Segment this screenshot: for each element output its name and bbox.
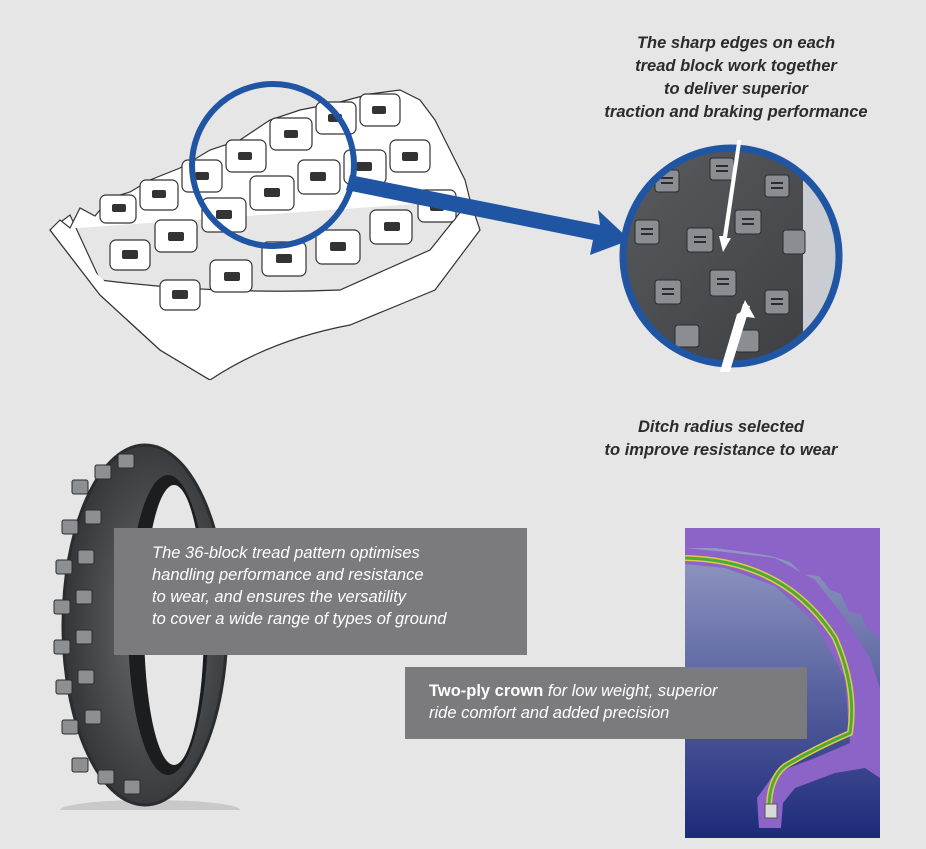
- top-caption-line-4: traction and braking performance: [604, 103, 868, 121]
- crown-box-line-1: Two-ply crown for low weight, superior: [429, 680, 807, 702]
- top-caption: The sharp edges on each tread block work…: [588, 32, 884, 124]
- tread-box-line-4: to cover a wide range of types of ground: [152, 610, 447, 628]
- crown-box-line-2: ride comfort and added precision: [429, 704, 670, 722]
- crown-box-line-1-rest: for low weight, superior: [543, 682, 718, 700]
- top-caption-line-2: tread block work together: [635, 57, 837, 75]
- crown-box-bold: Two-ply crown: [429, 682, 544, 700]
- tread-box-line-2: handling performance and resistance: [152, 566, 424, 584]
- crown-box: Two-ply crown for low weight, superior r…: [405, 667, 807, 739]
- magnifier-circle: [189, 81, 630, 255]
- bottom-caption-line-1: Ditch radius selected: [638, 418, 804, 436]
- tread-box-line-3: to wear, and ensures the versatility: [152, 588, 407, 606]
- tread-block-drawing: [49, 89, 481, 380]
- top-caption-line-1: The sharp edges on each: [636, 34, 836, 52]
- bottom-caption-line-2: to improve resistance to wear: [604, 441, 838, 459]
- top-caption-line-3: to deliver superior: [664, 80, 808, 98]
- bottom-caption: Ditch radius selected to improve resista…: [585, 416, 857, 462]
- tread-pattern-box: The 36-block tread pattern optimises han…: [114, 528, 527, 655]
- tread-photo: [619, 140, 843, 372]
- tread-box-line-1: The 36-block tread pattern optimises: [152, 544, 420, 562]
